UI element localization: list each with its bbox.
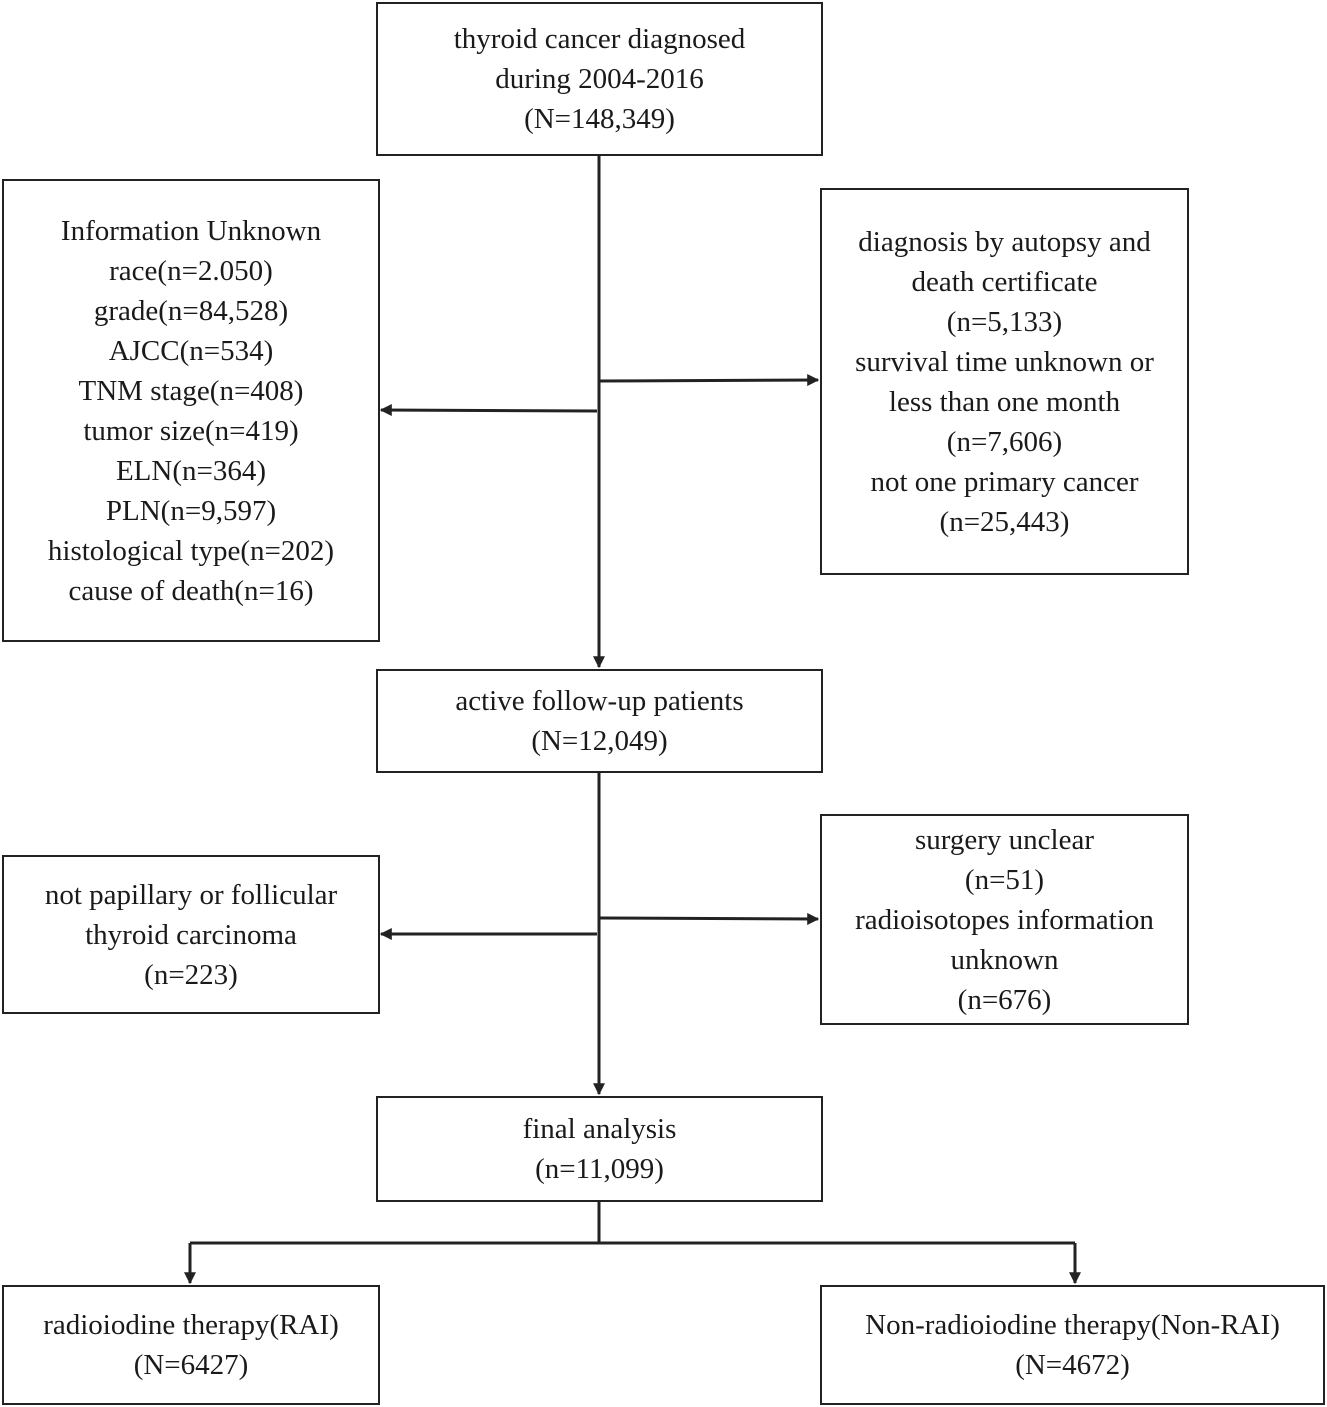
box-line: Non-radioiodine therapy(Non-RAI) xyxy=(865,1309,1280,1341)
box-line: AJCC(n=534) xyxy=(108,334,274,367)
box-line: (N=4672) xyxy=(1015,1349,1130,1381)
box-line: active follow-up patients xyxy=(455,685,744,717)
box-information-unknown: Information Unknown race(n=2.050) grade(… xyxy=(2,179,380,642)
box-line: (N=12,049) xyxy=(531,725,668,757)
box-not-papillary-follicular: not papillary or follicular thyroid carc… xyxy=(2,855,380,1014)
box-line: death certificate xyxy=(911,265,1098,298)
box-exclusion-surgery-radioisotopes: surgery unclear (n=51) radioisotopes inf… xyxy=(820,814,1189,1025)
box-radioiodine-therapy: radioiodine therapy(RAI) (N=6427) xyxy=(2,1285,380,1405)
box-line: (n=223) xyxy=(144,958,238,991)
box-line: surgery unclear xyxy=(914,823,1095,856)
box-line: not one primary cancer xyxy=(870,465,1139,498)
box-line: cause of death(n=16) xyxy=(68,574,314,607)
box-non-radioiodine-therapy: Non-radioiodine therapy(Non-RAI) (N=4672… xyxy=(820,1285,1325,1405)
box-exclusion-autopsy-survival: diagnosis by autopsy and death certifica… xyxy=(820,188,1189,575)
box-line: survival time unknown or xyxy=(855,345,1154,378)
box-line: final analysis xyxy=(522,1113,677,1145)
box-line: unknown xyxy=(950,943,1059,976)
box-line: PLN(n=9,597) xyxy=(105,494,277,527)
box-line: radioisotopes information xyxy=(855,903,1154,936)
box-line: (n=5,133) xyxy=(946,305,1063,338)
box-line: (N=6427) xyxy=(133,1349,249,1381)
box-line: not papillary or follicular xyxy=(44,878,338,911)
box-final-analysis: final analysis (n=11,099) xyxy=(376,1096,823,1202)
box-active-follow-up: active follow-up patients (N=12,049) xyxy=(376,669,823,773)
box-line: (N=148,349) xyxy=(524,103,675,135)
box-line: less than one month xyxy=(888,385,1121,418)
box-line: thyroid carcinoma xyxy=(85,918,297,951)
box-line: (n=676) xyxy=(957,983,1052,1016)
box-line: thyroid cancer diagnosed xyxy=(453,23,746,55)
arrow-to-excl-left-1 xyxy=(379,404,598,417)
box-line: histological type(n=202) xyxy=(47,534,335,567)
box-line: Information Unknown xyxy=(60,214,322,247)
box-line: ELN(n=364) xyxy=(115,454,267,487)
arrow-to-excl-right-2 xyxy=(598,912,820,925)
arrow-to-excl-right-1 xyxy=(598,374,820,387)
box-line: race(n=2.050) xyxy=(109,254,273,287)
box-line: during 2004-2016 xyxy=(495,63,704,95)
box-line: TNM stage(n=408) xyxy=(78,374,304,407)
box-line: grade(n=84,528) xyxy=(93,294,289,327)
box-line: tumor size(n=419) xyxy=(83,414,299,447)
box-line: radioiodine therapy(RAI) xyxy=(43,1309,339,1341)
box-line: (n=25,443) xyxy=(939,505,1070,538)
box-thyroid-cancer-diagnosed: thyroid cancer diagnosed during 2004-201… xyxy=(376,2,823,156)
box-line: (n=51) xyxy=(964,863,1045,896)
box-line: (n=11,099) xyxy=(535,1153,664,1185)
box-line: diagnosis by autopsy and xyxy=(858,225,1151,258)
box-line: (n=7,606) xyxy=(946,425,1063,458)
